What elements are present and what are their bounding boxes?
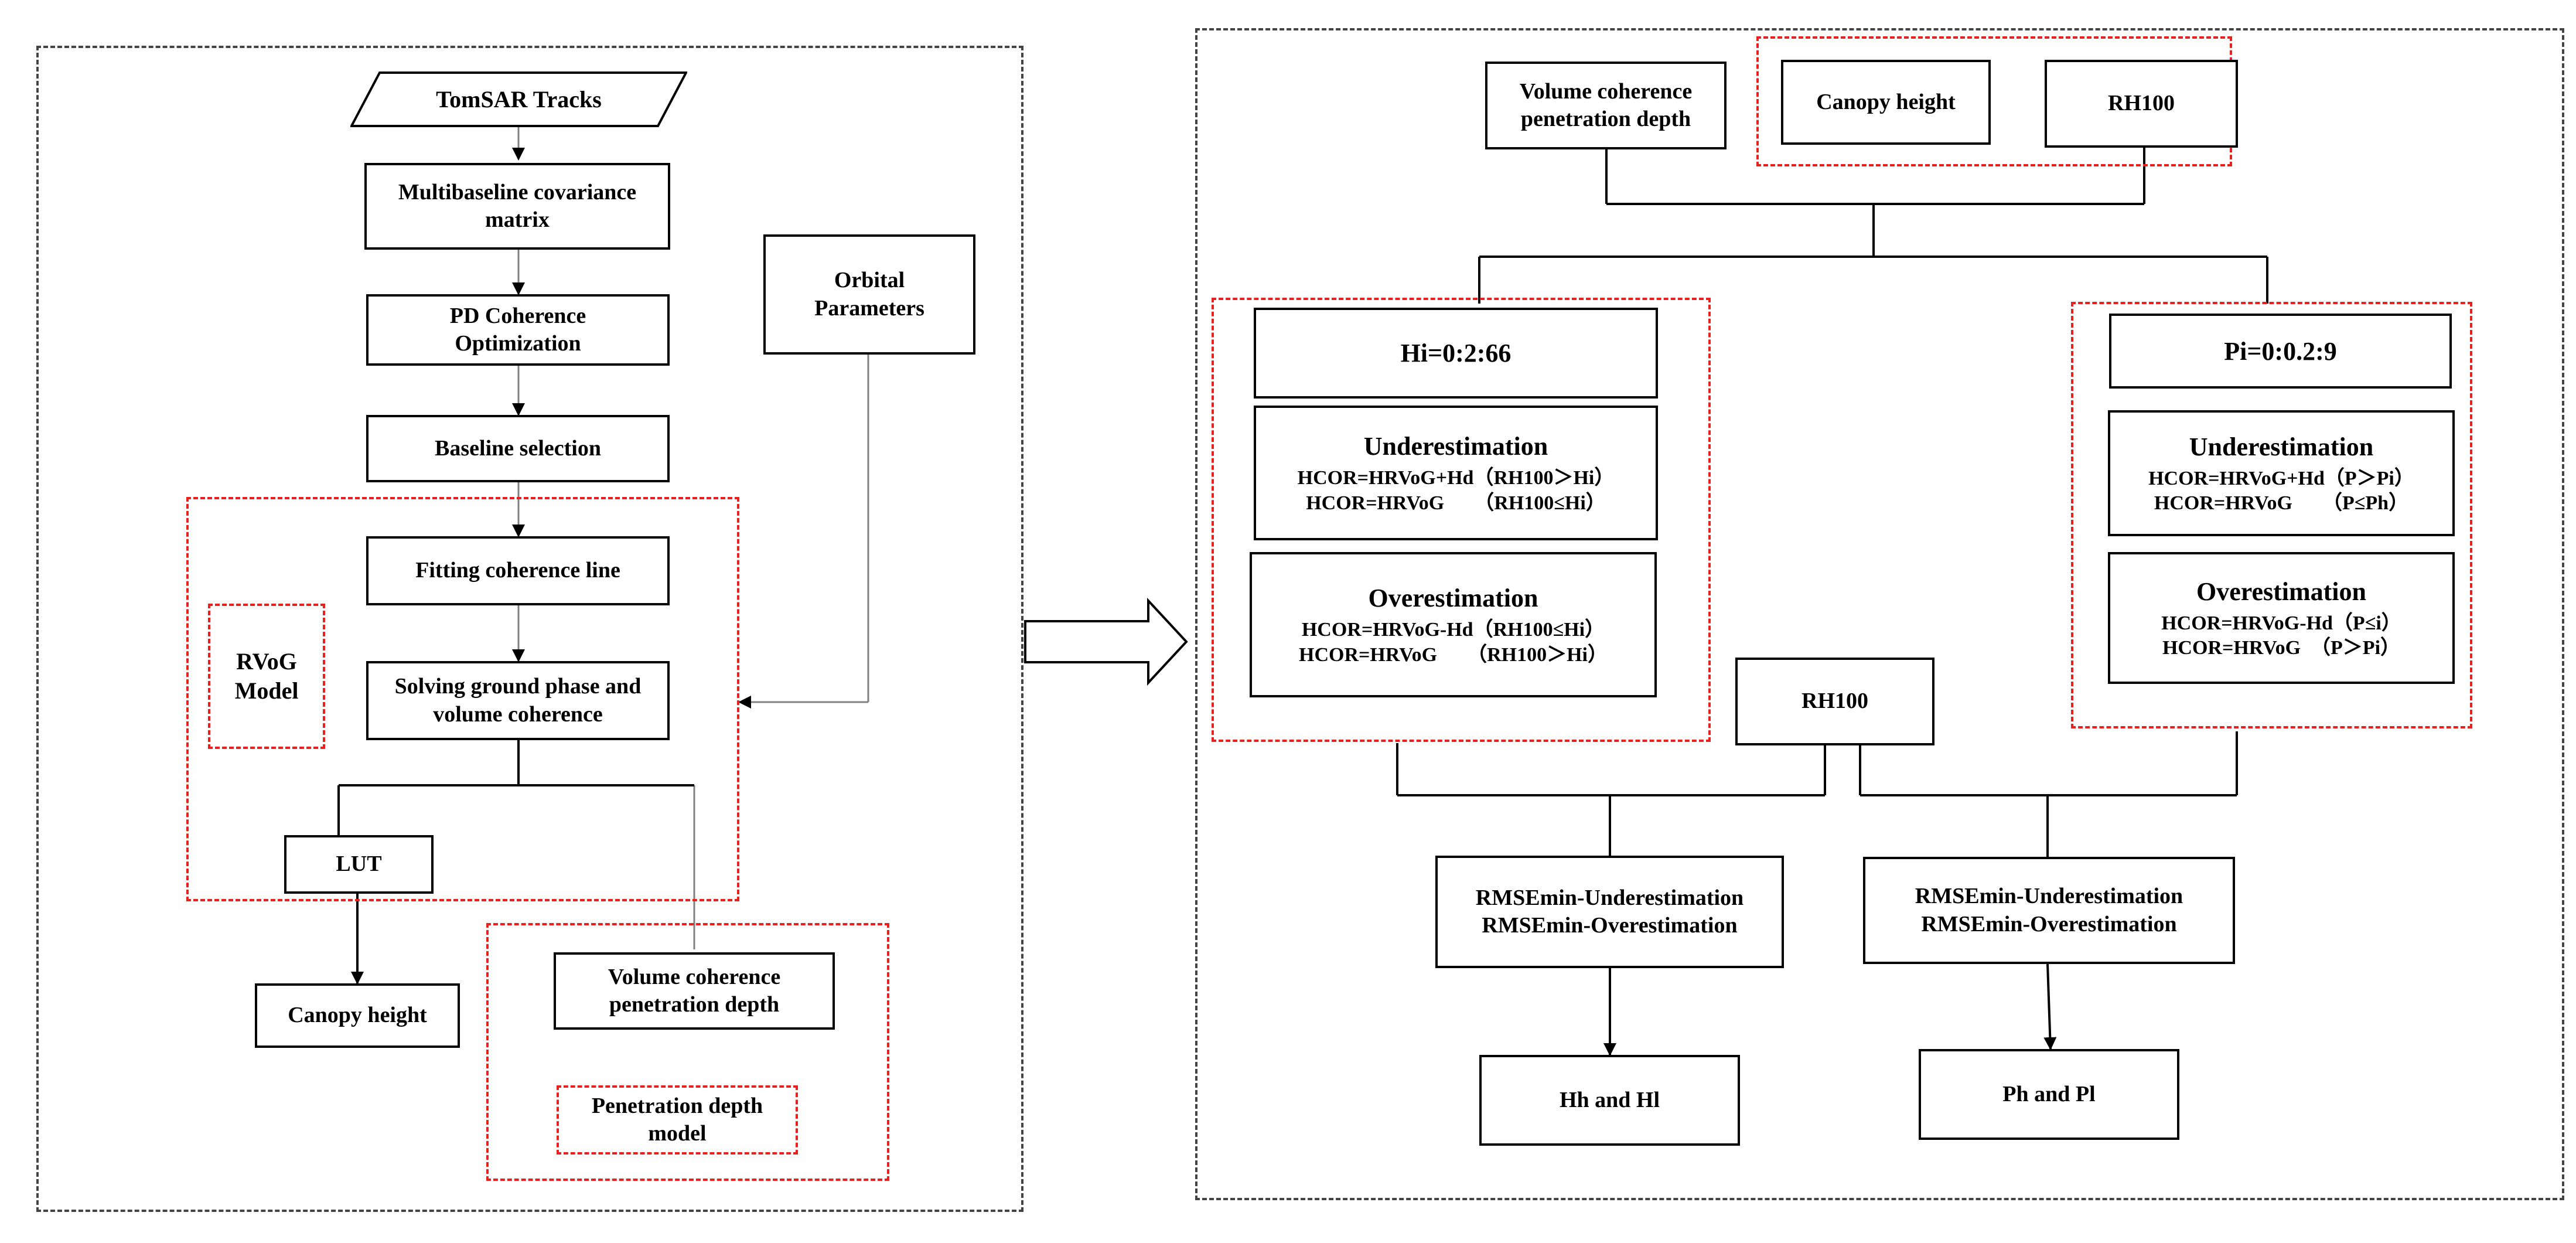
depth-group-border [486,923,889,1181]
hi-over-title: Overestimation [1368,584,1538,612]
rmse-left-line-1: RMSEmin-Underestimation [1475,885,1744,910]
parallelogram-shape [350,71,687,127]
hi-range-node: Hi=0:2:66 [1254,308,1658,399]
hi-under-line-2: HCOR=HRVoG （RH100≤Hi） [1306,492,1606,514]
volume-depth-node-right: Volume coherence penetration depth [1485,62,1727,149]
hi-over-line-1: HCOR=HRVoG-Hd（RH100≤Hi） [1301,619,1605,641]
baseline-selection-node: Baseline selection [366,415,670,482]
volume-depth-left-line-1: Volume coherence [608,964,781,989]
right-panel-border [1195,28,2564,1200]
lut-node: LUT [284,835,434,894]
volume-depth-right-line-1: Volume coherence [1519,79,1693,104]
rmse-left-node: RMSEmin-Underestimation RMSEmin-Overesti… [1435,856,1784,968]
hi-over-line-2: HCOR=HRVoG （RH100＞Hi） [1299,643,1608,666]
pi-group-border [2071,302,2472,728]
baseline-selection-label: Baseline selection [435,435,601,461]
tomsar-tracks-node: TomSAR Tracks [350,71,687,127]
orbital-line-1: Orbital [834,268,905,292]
pi-under-line-1: HCOR=HRVoG+Hd（P＞Pi） [2148,467,2414,489]
pi-range-node: Pi=0:0.2:9 [2109,314,2452,389]
canopy-height-right-label: Canopy height [1816,89,1956,114]
rmse-right-line-2: RMSEmin-Overestimation [1921,911,2177,936]
orbital-line-2: Parameters [814,295,924,321]
pd-coherence-node: PD Coherence Optimization [366,294,670,366]
penetration-model-border [557,1085,798,1155]
hi-under-line-1: HCOR=HRVoG+Hd（RH100＞Hi） [1297,467,1615,489]
rmse-left-line-2: RMSEmin-Overestimation [1482,913,1738,938]
rh100-mid-label: RH100 [1802,689,1868,714]
pi-over-line-1: HCOR=HRVoG-Hd（P≤i） [2161,612,2401,634]
pi-over-line-2: HCOR=HRVoG （P＞Pi） [2162,637,2401,659]
hi-under-title: Underestimation [1363,432,1548,461]
ph-pl-label: Ph and Pl [2002,1081,2096,1106]
rvog-line-2: Model [234,677,299,704]
pi-under-line-2: HCOR=HRVoG （P≤Ph） [2154,492,2409,514]
hi-range-label: Hi=0:2:66 [1400,339,1512,367]
transition-arrow [1024,597,1188,686]
rh100-mid-node: RH100 [1735,658,1934,745]
hi-underestimation-node: Underestimation HCOR=HRVoG+Hd（RH100＞Hi） … [1254,406,1658,540]
solving-node: Solving ground phase and volume coherenc… [366,661,670,740]
rmse-right-line-1: RMSEmin-Underestimation [1915,884,2183,908]
canopy-height-node-right: Canopy height [1781,60,1991,145]
pi-under-title: Underestimation [2189,432,2374,461]
rh100-top-node: RH100 [2045,60,2238,148]
rvog-group-border [186,497,739,901]
rvog-line-1: RVoG [236,648,297,675]
fitting-label: Fitting coherence line [415,558,620,583]
pi-over-title: Overestimation [2196,577,2367,606]
penetration-model-line-2: model [648,1121,707,1146]
penetration-model-line-1: Penetration depth [591,1093,763,1118]
pi-range-label: Pi=0:0.2:9 [2224,336,2337,366]
solving-line-2: volume coherence [433,701,603,727]
rvog-label-border [208,604,325,749]
left-panel-border [36,46,1023,1212]
covariance-line-1: Multibaseline covariance [398,179,637,205]
hh-hl-label: Hh and Hl [1559,1087,1660,1112]
pd-coherence-line-2: Optimization [455,331,581,356]
pi-overestimation-node: Overestimation HCOR=HRVoG-Hd（P≤i） HCOR=H… [2108,552,2455,684]
solving-line-1: Solving ground phase and [394,674,642,699]
orbital-parameters-node: Orbital Parameters [763,234,975,355]
volume-depth-right-line-2: penetration depth [1520,107,1691,131]
penetration-model-label: Penetration depth model [559,1088,795,1152]
hi-group-border [1212,298,1711,742]
pd-coherence-line-1: PD Coherence [449,303,586,328]
rh100-top-label: RH100 [2108,91,2175,116]
pi-underestimation-node: Underestimation HCOR=HRVoG+Hd（P＞Pi） HCOR… [2108,410,2455,536]
covariance-node: Multibaseline covariance matrix [364,163,670,250]
hi-overestimation-node: Overestimation HCOR=HRVoG-Hd（RH100≤Hi） H… [1250,552,1657,697]
hh-hl-node: Hh and Hl [1479,1055,1740,1146]
fitting-node: Fitting coherence line [366,536,670,605]
tomsar-tracks-label: TomSAR Tracks [436,86,602,113]
covariance-line-2: matrix [485,207,550,232]
arrow-rmse-ph [2043,963,2057,1050]
canopy-height-label: Canopy height [288,1003,427,1028]
volume-depth-node-left: Volume coherence penetration depth [554,952,835,1030]
canopy-height-node: Canopy height [255,983,460,1048]
rvog-label: RVoG Model [210,605,323,747]
lut-label: LUT [336,852,382,877]
ph-pl-node: Ph and Pl [1919,1049,2179,1140]
rmse-right-node: RMSEmin-Underestimation RMSEmin-Overesti… [1863,857,2235,964]
volume-depth-left-line-2: penetration depth [609,992,780,1017]
